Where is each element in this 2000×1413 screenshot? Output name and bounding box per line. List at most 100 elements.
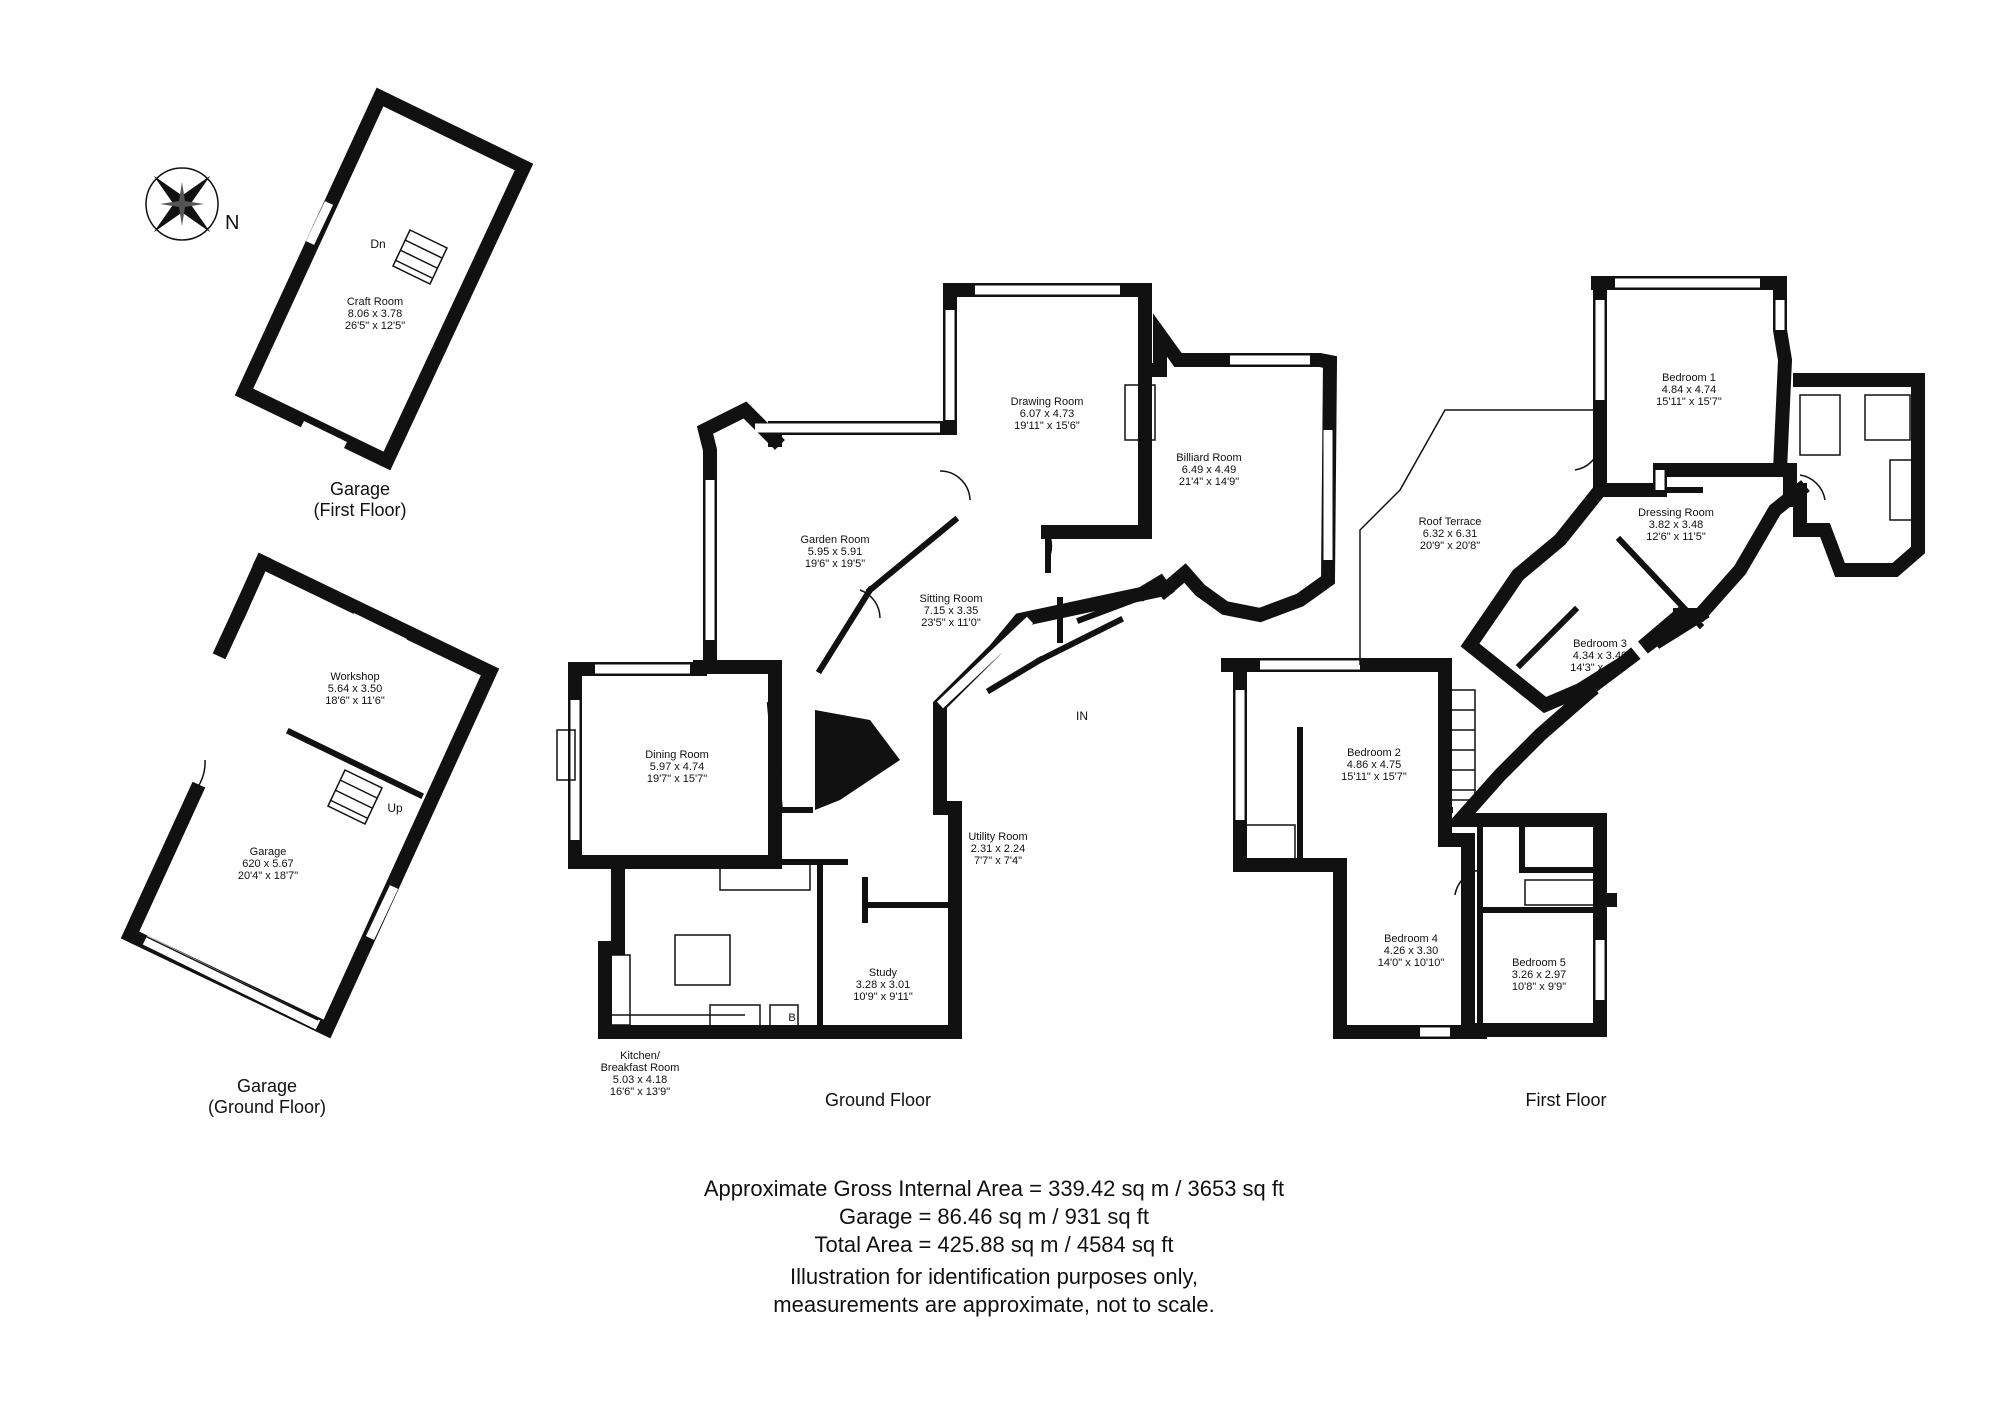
north-label: N — [225, 212, 240, 234]
room-imperial: 26'5" x 12'5" — [344, 320, 406, 332]
room-name: Bedroom 3 — [1573, 638, 1627, 650]
total-area-text: Total Area = 425.88 sq m / 4584 sq ft — [814, 1232, 1174, 1257]
garage-area-text: Garage = 86.46 sq m / 931 sq ft — [838, 1204, 1150, 1229]
room-name: Bedroom 1 — [1662, 372, 1716, 384]
room-name: Dressing Room — [1638, 507, 1714, 519]
room-metric: 620 x 5.67 — [242, 858, 294, 870]
room-imperial: 15'11" x 15'7" — [1656, 396, 1722, 408]
room-label-craft-room: Craft Room 8.06 x 3.78 26'5" x 12'5" — [345, 296, 405, 332]
stair-label-dn: Dn — [370, 237, 386, 251]
disclaimer-line-1: Illustration for identification purposes… — [789, 1264, 1199, 1289]
room-imperial: 18'6" x 11'6" — [325, 695, 385, 707]
room-label-bedroom-1: Bedroom 1 4.84 x 4.74 15'11" x 15'7" — [1656, 372, 1722, 408]
room-label-bedroom-4: Bedroom 4 4.26 x 3.30 14'0" x 10'10" — [1378, 933, 1444, 969]
room-name-2: Breakfast Room — [600, 1062, 680, 1074]
first-floor-outline — [1221, 276, 1925, 1039]
room-imperial: 10'8" x 9'9" — [1511, 981, 1567, 993]
room-imperial: 14'3" x 11'2" — [1570, 662, 1630, 674]
room-label-sitting-room: Sitting Room 7.15 x 3.35 23'5" x 11'0" — [920, 593, 983, 629]
room-metric: 5.03 x 4.18 — [612, 1074, 668, 1086]
area-summary: Approximate Gross Internal Area = 339.42… — [0, 1175, 2000, 1319]
room-label-dressing-room: Dressing Room 3.82 x 3.48 12'6" x 11'5" — [1638, 507, 1714, 543]
room-metric: 5.95 x 5.91 — [807, 546, 863, 558]
room-name: Craft Room — [346, 296, 404, 308]
room-imperial: 23'5" x 11'0" — [921, 617, 981, 629]
garage-first-floor-outline — [234, 87, 534, 471]
room-metric: 4.86 x 4.75 — [1346, 759, 1402, 771]
room-name: Bedroom 2 — [1347, 747, 1401, 759]
room-imperial: 20'9" x 20'8" — [1419, 540, 1481, 552]
room-label-workshop: Workshop 5.64 x 3.50 18'6" x 11'6" — [325, 671, 385, 707]
room-imperial: 19'11" x 15'6" — [1014, 420, 1080, 432]
room-label-garden-room: Garden Room 5.95 x 5.91 19'6" x 19'5" — [800, 534, 869, 570]
garage-ground-floor-title: Garage (Ground Floor) — [208, 1076, 326, 1118]
room-name: Utility Room — [968, 831, 1028, 843]
first-floor-title: First Floor — [1525, 1090, 1607, 1110]
room-imperial: 20'4" x 18'7" — [237, 870, 299, 882]
room-name: Bedroom 5 — [1512, 957, 1566, 969]
garage-ground-floor-outline — [120, 552, 500, 1039]
compass-icon — [145, 167, 219, 241]
gross-area-text: Approximate Gross Internal Area = 339.42… — [703, 1176, 1285, 1201]
staircase-icon — [1444, 689, 1476, 801]
room-imperial: 7'7" x 7'4" — [973, 855, 1023, 867]
room-name: Study — [868, 967, 898, 979]
staircase-icon — [327, 768, 383, 826]
room-label-study: Study 3.28 x 3.01 10'9" x 9'11" — [853, 967, 913, 1003]
room-imperial: 21'4" x 14'9" — [1178, 476, 1240, 488]
staircase-icon — [392, 228, 448, 286]
room-metric: 4.84 x 4.74 — [1661, 384, 1717, 396]
room-label-kitchen: Kitchen/ Breakfast Room 5.03 x 4.18 16'6… — [601, 1050, 680, 1098]
boiler-label: B — [788, 1012, 796, 1024]
ground-floor-title: Ground Floor — [824, 1090, 932, 1110]
room-name: Workshop — [330, 671, 380, 683]
room-metric: 6.49 x 4.49 — [1181, 464, 1237, 476]
room-label-bedroom-3: Bedroom 3 4.34 x 3.40 14'3" x 11'2" — [1570, 638, 1630, 674]
room-metric: 4.34 x 3.40 — [1572, 650, 1628, 662]
room-label-roof-terrace: Roof Terrace 6.32 x 6.31 20'9" x 20'8" — [1419, 516, 1482, 552]
room-metric: 5.64 x 3.50 — [327, 683, 383, 695]
room-imperial: 16'6" x 13'9" — [609, 1086, 671, 1098]
room-name: Billiard Room — [1176, 452, 1242, 464]
room-metric: 3.26 x 2.97 — [1511, 969, 1567, 981]
garage-first-floor-title: Garage (First Floor) — [314, 479, 407, 521]
room-name: Drawing Room — [1010, 396, 1084, 408]
stair-label-up: Up — [387, 801, 403, 815]
title-line-2: (First Floor) — [313, 500, 407, 520]
room-metric: 5.97 x 4.74 — [649, 761, 705, 773]
room-label-drawing-room: Drawing Room 6.07 x 4.73 19'11" x 15'6" — [1011, 396, 1084, 432]
room-imperial: 14'0" x 10'10" — [1377, 957, 1445, 969]
room-metric: 6.07 x 4.73 — [1019, 408, 1075, 420]
room-label-dining-room: Dining Room 5.97 x 4.74 19'7" x 15'7" — [645, 749, 709, 785]
disclaimer-line-2: measurements are approximate, not to sca… — [773, 1292, 1215, 1317]
room-metric: 8.06 x 3.78 — [347, 308, 403, 320]
room-name: Garage — [249, 846, 287, 858]
room-metric: 6.32 x 6.31 — [1422, 528, 1478, 540]
title-line-1: Garage — [329, 479, 391, 499]
room-name: Bedroom 4 — [1384, 933, 1438, 945]
room-label-garage: Garage 620 x 5.67 20'4" x 18'7" — [238, 846, 298, 882]
room-metric: 3.28 x 3.01 — [855, 979, 911, 991]
title-line-2: (Ground Floor) — [207, 1097, 327, 1117]
ground-floor-outline — [556, 283, 1338, 1039]
title-line-1: Garage — [236, 1076, 298, 1096]
entrance-label: IN — [1076, 709, 1088, 723]
room-name: Garden Room — [800, 534, 870, 546]
room-name: Roof Terrace — [1418, 516, 1482, 528]
room-imperial: 10'9" x 9'11" — [853, 991, 913, 1003]
room-imperial: 19'7" x 15'7" — [646, 773, 708, 785]
room-metric: 3.82 x 3.48 — [1648, 519, 1704, 531]
room-label-utility-room: Utility Room 2.31 x 2.24 7'7" x 7'4" — [968, 831, 1027, 867]
room-label-billiard-room: Billiard Room 6.49 x 4.49 21'4" x 14'9" — [1176, 452, 1241, 488]
room-label-bedroom-5: Bedroom 5 3.26 x 2.97 10'8" x 9'9" — [1512, 957, 1566, 993]
room-label-bedroom-2: Bedroom 2 4.86 x 4.75 15'11" x 15'7" — [1341, 747, 1407, 783]
room-name: Dining Room — [645, 749, 709, 761]
room-name: Sitting Room — [919, 593, 983, 605]
room-name: Kitchen/ — [620, 1050, 660, 1062]
room-metric: 2.31 x 2.24 — [970, 843, 1026, 855]
room-imperial: 19'6" x 19'5" — [804, 558, 866, 570]
room-imperial: 12'6" x 11'5" — [1646, 531, 1706, 543]
room-metric: 7.15 x 3.35 — [923, 605, 979, 617]
room-metric: 4.26 x 3.30 — [1383, 945, 1439, 957]
